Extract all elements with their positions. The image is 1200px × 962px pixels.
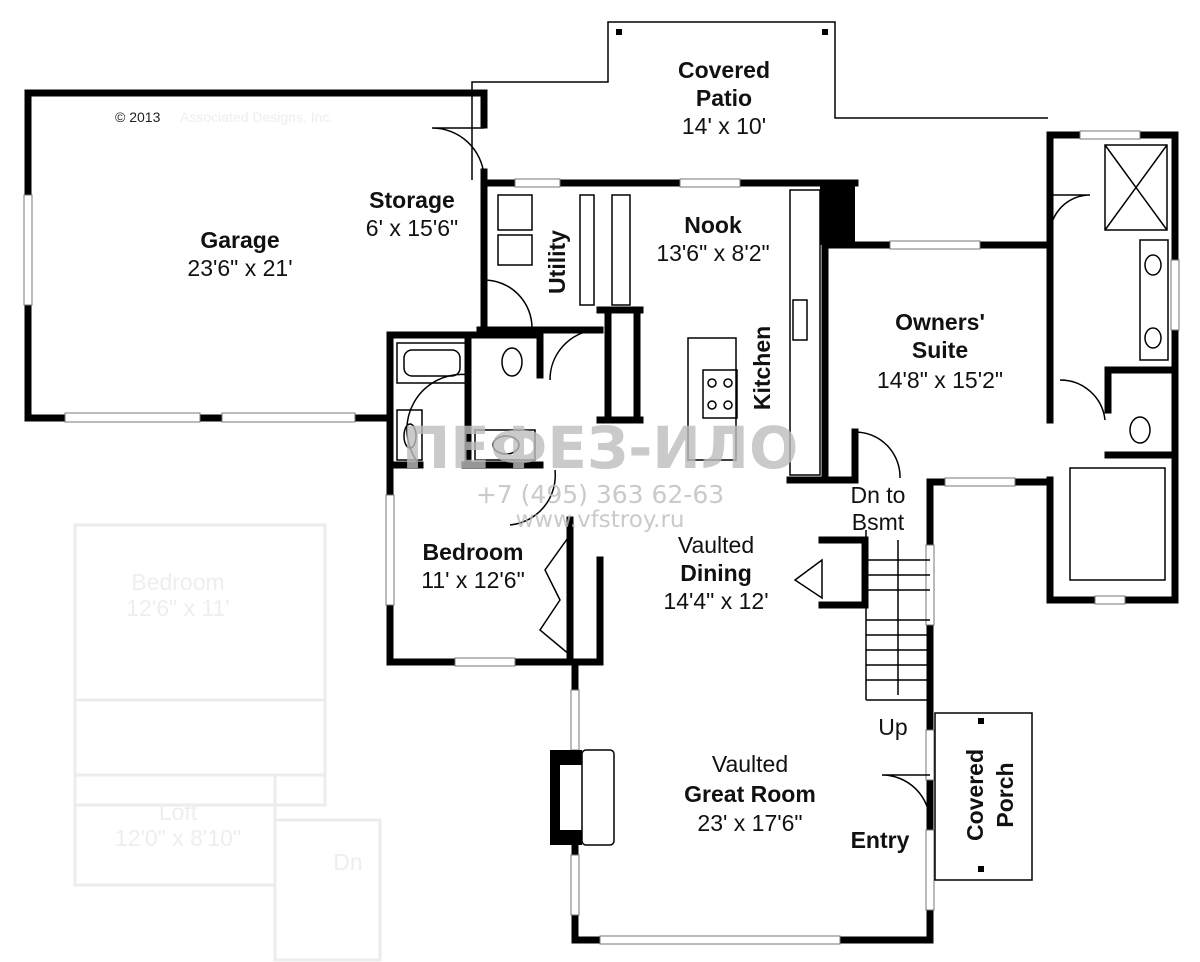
entry-label: Entry (851, 827, 910, 853)
ghost-dn-label: Dn (333, 849, 362, 875)
storage-label: Storage (369, 187, 455, 213)
nook-size: 13'6" x 8'2" (656, 240, 769, 266)
dining-size: 14'4" x 12' (663, 588, 768, 614)
covered-porch-label: Covered (962, 749, 988, 841)
copyright-faded: Associated Designs, Inc. (180, 109, 333, 125)
bedroom-label: Bedroom (423, 539, 524, 565)
covered-patio-outline (471, 21, 1048, 180)
great-room-size: 23' x 17'6" (697, 810, 802, 836)
watermark: ПЕФЕЗ-ИЛО +7 (495) 363 62-63 www.vfstroy… (402, 414, 799, 533)
garage-label: Garage (200, 227, 279, 253)
storage-size: 6' x 15'6" (366, 215, 458, 241)
ghost-bedroom-label: Bedroom (131, 569, 224, 595)
watermark-logo: ПЕФЕЗ-ИЛО (402, 414, 799, 482)
utility-label: Utility (544, 230, 570, 294)
garage-size: 23'6" x 21' (187, 255, 292, 281)
kitchen-label: Kitchen (749, 326, 775, 410)
covered-patio-size: 14' x 10' (682, 113, 766, 139)
ghost-loft-size: 12'0" x 8'10" (115, 825, 241, 851)
dining-label: Vaulted (678, 532, 754, 558)
covered-porch-label-2: Porch (992, 762, 1018, 827)
upper-floor-ghost: Bedroom 12'6" x 11' Loft 12'0" x 8'10" D… (73, 523, 382, 962)
great-room-label-2: Great Room (684, 781, 816, 807)
dining-label-2: Dining (680, 560, 752, 586)
post (822, 29, 828, 35)
covered-patio-label-2: Patio (696, 85, 752, 111)
ghost-loft-label: Loft (159, 799, 198, 825)
ghost-bedroom-size: 12'6" x 11' (126, 595, 229, 621)
garage-walls (23, 89, 488, 423)
copyright: © 2013 (115, 109, 161, 125)
covered-patio-label: Covered (678, 57, 770, 83)
owners-suite-label: Owners' (895, 309, 985, 335)
watermark-site: www.vfstroy.ru (515, 507, 684, 533)
owners-suite-size: 14'8" x 15'2" (877, 367, 1003, 393)
owners-suite-label-2: Suite (912, 337, 968, 363)
dn-to-bsmt-label-2: Bsmt (852, 509, 905, 535)
dn-to-bsmt-label: Dn to (851, 482, 906, 508)
nook-label: Nook (684, 212, 742, 238)
stairs-up-label: Up (878, 714, 907, 740)
bedroom-size: 11' x 12'6" (421, 567, 524, 593)
house-walls (385, 130, 1180, 945)
great-room-label: Vaulted (712, 751, 788, 777)
watermark-phone: +7 (495) 363 62-63 (476, 480, 724, 509)
post (616, 29, 622, 35)
